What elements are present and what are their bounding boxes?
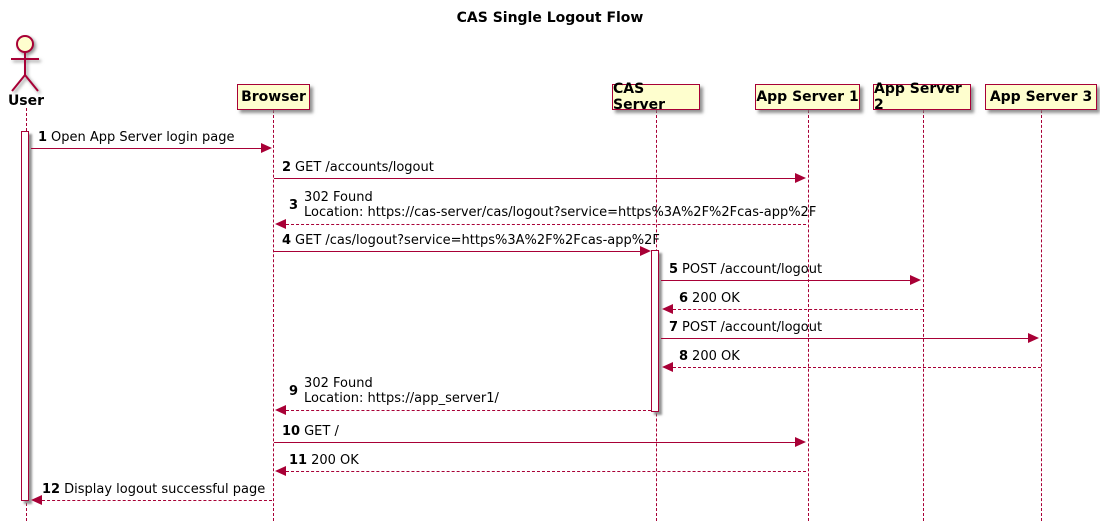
message-6-arrowhead xyxy=(662,304,673,314)
diagram-title: CAS Single Logout Flow xyxy=(456,10,644,26)
message-9-line xyxy=(286,410,651,411)
activation-bar-user xyxy=(21,131,29,501)
participant-label-user: User xyxy=(7,93,45,109)
message-3-line-2: Location: https://cas-server/cas/logout?… xyxy=(304,205,817,220)
participant-label-app-server-3: App Server 3 xyxy=(989,89,1093,105)
message-7-arrowhead xyxy=(1028,333,1039,343)
message-8-arrowhead xyxy=(662,362,673,372)
lifeline-app-server-3 xyxy=(1041,110,1042,521)
message-11-line xyxy=(286,471,806,472)
message-7-line xyxy=(661,338,1029,339)
message-2-arrowhead xyxy=(795,173,806,183)
activation-bar-cas-server xyxy=(651,250,659,412)
message-9-label: 9 302 Found Location: https://app_server… xyxy=(289,376,499,406)
message-9-line-2: Location: https://app_server1/ xyxy=(304,391,499,406)
participant-box-app-server-3: App Server 3 xyxy=(985,84,1097,110)
lifeline-browser xyxy=(273,110,274,521)
lifeline-app-server-2 xyxy=(923,110,924,521)
user-actor-icon xyxy=(11,35,39,92)
participant-label-app-server-1: App Server 1 xyxy=(756,89,859,105)
message-4-arrowhead xyxy=(640,246,651,256)
message-12-line xyxy=(42,500,272,501)
message-3-line xyxy=(286,224,806,225)
lifeline-app-server-1 xyxy=(808,110,809,521)
message-3-line-1: 302 Found xyxy=(304,190,373,205)
message-11-arrowhead xyxy=(275,466,286,476)
participant-label-browser: Browser xyxy=(241,89,306,105)
message-9-line-1: 302 Found xyxy=(304,376,373,391)
participant-label-cas-server: CAS Server xyxy=(613,81,666,113)
message-4-line xyxy=(274,251,642,252)
participant-box-browser: Browser xyxy=(237,84,310,110)
message-1-line xyxy=(31,148,263,149)
message-3-label: 3 302 Found Location: https://cas-server… xyxy=(289,190,817,220)
message-2-line xyxy=(274,178,796,179)
message-9-arrowhead xyxy=(275,405,286,415)
message-5-line xyxy=(661,280,911,281)
participant-box-app-server-2: App Server 2 xyxy=(873,81,971,113)
message-3-arrowhead xyxy=(275,219,286,229)
participant-label-app-server-2: App Server 2 xyxy=(874,81,962,113)
participant-box-cas-server: CAS Server xyxy=(612,81,700,113)
message-6-line xyxy=(673,309,923,310)
participant-box-app-server-1: App Server 1 xyxy=(755,84,860,110)
message-10-arrowhead xyxy=(795,437,806,447)
message-8-line xyxy=(673,367,1041,368)
message-5-arrowhead xyxy=(910,275,921,285)
message-1-arrowhead xyxy=(261,143,272,153)
message-10-line xyxy=(274,442,796,443)
message-12-arrowhead xyxy=(31,495,42,505)
